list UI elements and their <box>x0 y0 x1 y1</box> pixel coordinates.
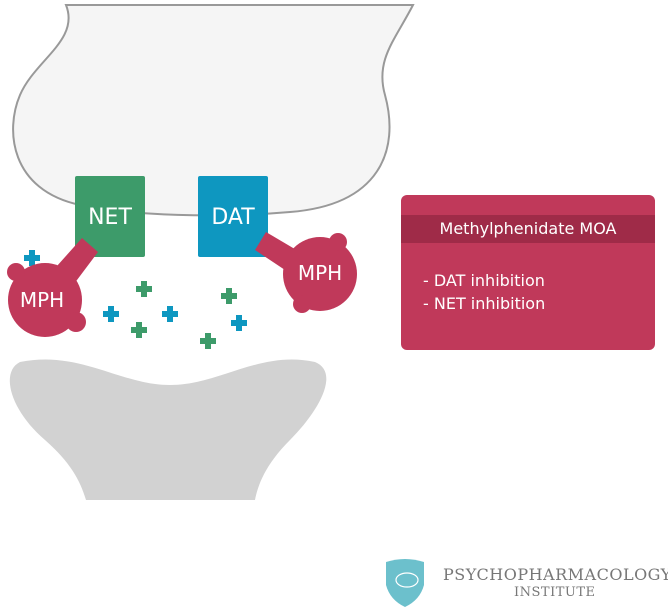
mph-right: MPH <box>255 232 357 313</box>
norepinephrine-molecule <box>200 333 216 349</box>
postsynaptic-terminal <box>9 359 327 500</box>
info-item: - NET inhibition <box>423 294 546 313</box>
dat-label: DAT <box>211 205 255 230</box>
dopamine-molecule <box>24 250 40 266</box>
norepinephrine-molecule <box>131 322 147 338</box>
norepinephrine-molecule <box>136 281 152 297</box>
net-transporter: NET <box>75 176 145 257</box>
logo-sub: INSTITUTE <box>514 585 596 600</box>
net-label: NET <box>88 205 132 230</box>
dopamine-molecule <box>231 315 247 331</box>
presynaptic-terminal <box>12 4 415 217</box>
dopamine-molecule <box>103 306 119 322</box>
logo-shield-icon <box>386 559 424 607</box>
logo-name: PSYCHOPHARMACOLOGY <box>443 565 668 584</box>
norepinephrine-molecule <box>221 288 237 304</box>
info-box-title: Methylphenidate MOA <box>401 215 655 243</box>
mph-right-label: MPH <box>298 261 342 285</box>
dopamine-molecule <box>162 306 178 322</box>
mph-left: MPH <box>7 238 98 337</box>
mph-left-label: MPH <box>20 288 64 312</box>
info-box: Methylphenidate MOA - DAT inhibition - N… <box>401 195 655 350</box>
dat-transporter: DAT <box>198 176 268 257</box>
info-item: - DAT inhibition <box>423 271 545 290</box>
